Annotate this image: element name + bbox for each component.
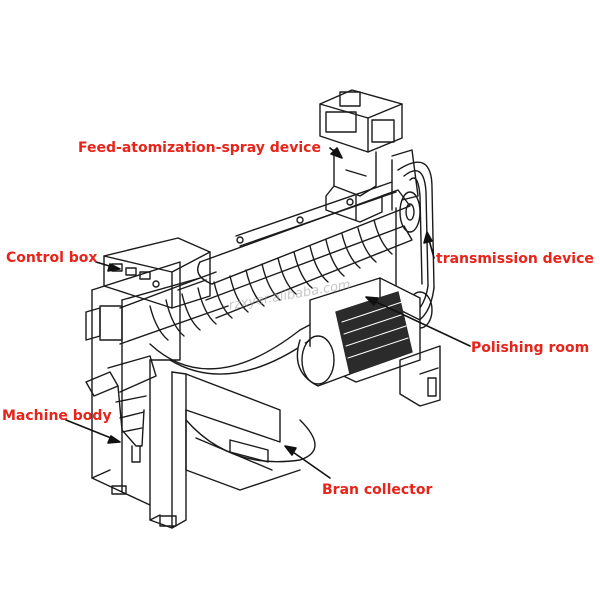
label-transmission: transmission device [436,251,594,267]
motor [296,277,441,407]
feed-atomization-device [319,89,403,223]
machine-body-frame [91,261,316,529]
discharge-chute [85,355,157,463]
pointer-arrows [65,147,471,479]
label-control-box: Control box [6,250,98,266]
label-bran-collector: Bran collector [322,482,433,498]
upper-shaft [235,181,397,247]
control-box [103,237,211,309]
label-machine-body: Machine body [2,408,112,424]
label-polishing-room: Polishing room [471,340,590,356]
label-feed-atomization: Feed-atomization-spray device [78,140,321,156]
